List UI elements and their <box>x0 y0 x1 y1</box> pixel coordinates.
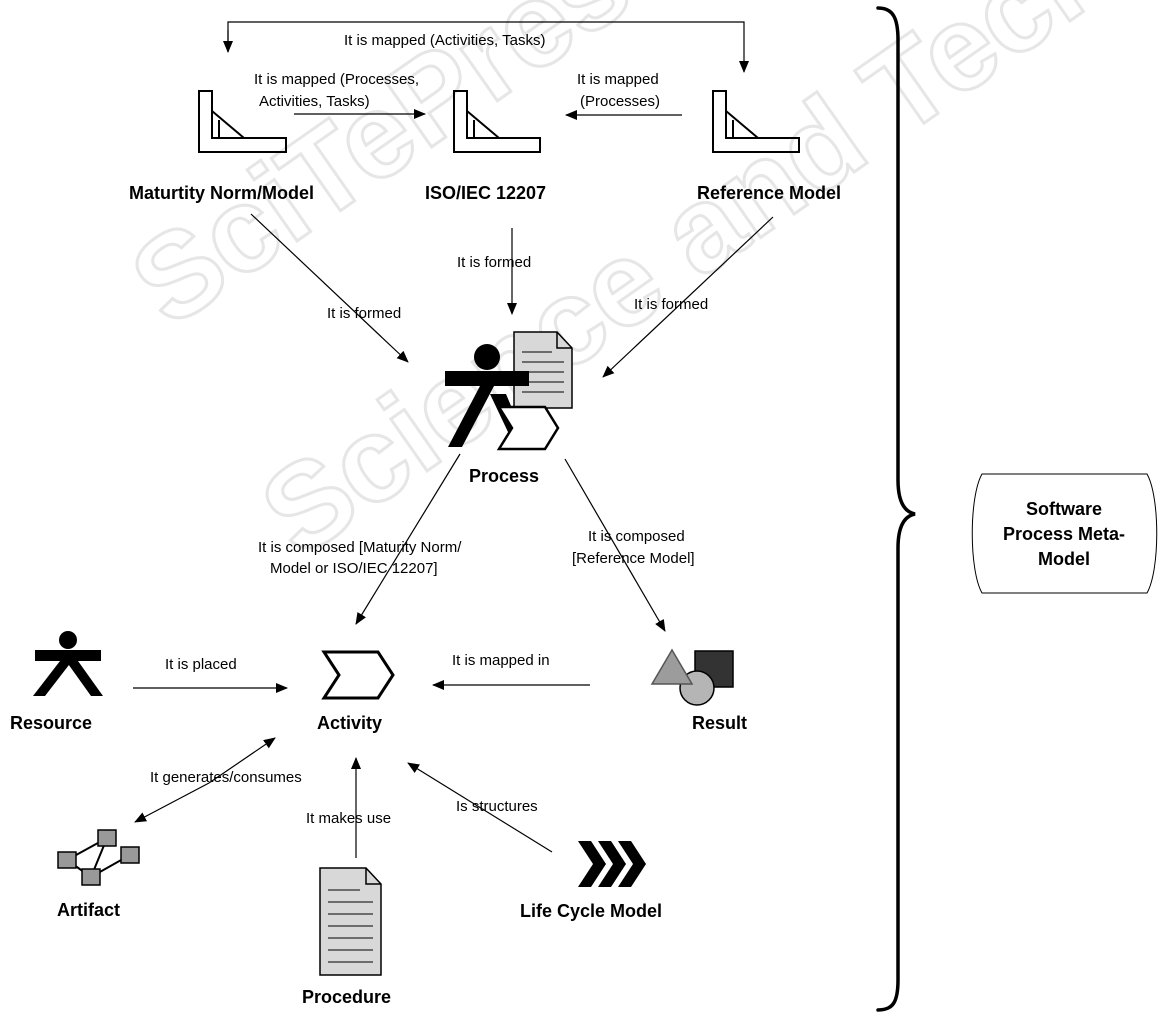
result-shapes-icon <box>650 648 734 706</box>
label-reference-formed: It is formed <box>634 296 708 313</box>
edge-reference-process <box>602 216 774 378</box>
set-square-icon-reference <box>712 90 800 153</box>
document-icon <box>513 331 573 409</box>
resource-person-icon <box>33 631 103 696</box>
node-resource: Resource <box>10 713 92 733</box>
label-structures: Is structures <box>456 798 538 815</box>
side-label-shape <box>971 473 1158 594</box>
label-composed-right-2: [Reference Model] <box>572 550 695 567</box>
edge-maturity-process <box>250 213 409 363</box>
set-square-icon-maturity <box>198 90 287 153</box>
label-top-mapped: It is mapped (Activities, Tasks) <box>344 32 545 49</box>
label-placed: It is placed <box>165 656 237 673</box>
side-label-line3: Model <box>1038 549 1090 569</box>
label-maturity-iso-1: It is mapped (Processes, <box>254 71 419 88</box>
artifact-network-icon <box>57 829 140 886</box>
edge-process-activity <box>355 453 461 625</box>
side-label-line2: Process Meta- <box>1003 524 1125 544</box>
edge-artifact-activity-b <box>134 782 210 823</box>
label-mapped-in: It is mapped in <box>452 652 550 669</box>
chevron-icon <box>496 405 560 451</box>
procedure-document-icon <box>319 867 382 976</box>
edge-artifact-activity-a <box>208 737 276 784</box>
node-activity: Activity <box>317 713 382 733</box>
life-cycle-chevrons-icon <box>578 841 646 887</box>
label-reference-iso-2: (Processes) <box>580 93 660 110</box>
label-generates: It generates/consumes <box>150 769 302 786</box>
node-result: Result <box>692 713 747 733</box>
node-maturity-norm-model: Maturtity Norm/Model <box>129 183 314 203</box>
activity-chevron-icon <box>321 650 395 700</box>
label-composed-left-1: It is composed [Maturity Norm/ <box>258 539 462 556</box>
label-maturity-iso-2: Activities, Tasks) <box>259 93 370 110</box>
label-iso-formed: It is formed <box>457 254 531 271</box>
label-composed-right-1: It is composed <box>588 528 685 545</box>
node-process: Process <box>469 466 539 486</box>
label-makes-use: It makes use <box>306 810 391 827</box>
label-maturity-formed: It is formed <box>327 305 401 322</box>
node-life-cycle-model: Life Cycle Model <box>520 901 662 921</box>
node-artifact: Artifact <box>57 900 120 920</box>
edge-lifecycle-activity <box>407 762 553 853</box>
process-icon <box>445 331 573 451</box>
right-curly-brace <box>876 6 916 1012</box>
node-iso-iec-12207: ISO/IEC 12207 <box>425 183 546 203</box>
set-square-icon-iso <box>453 90 541 153</box>
edge-process-result <box>564 458 666 632</box>
node-procedure: Procedure <box>302 987 391 1007</box>
label-composed-left-2: Model or ISO/IEC 12207] <box>270 560 438 577</box>
label-reference-iso-1: It is mapped <box>577 71 659 88</box>
node-reference-model: Reference Model <box>697 183 841 203</box>
side-label-line1: Software <box>1026 499 1102 519</box>
